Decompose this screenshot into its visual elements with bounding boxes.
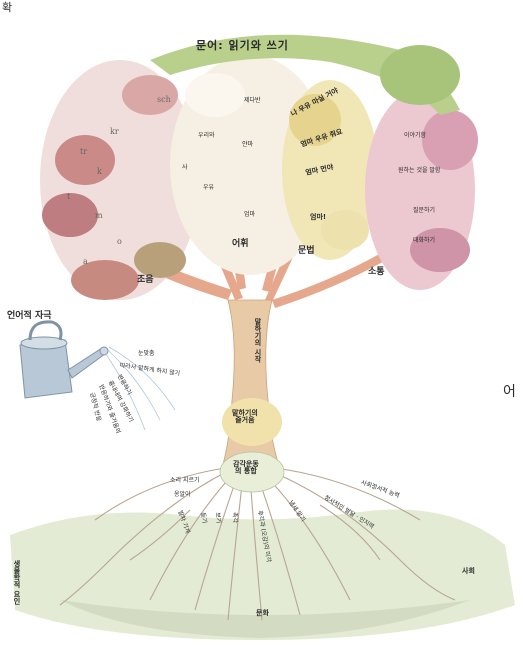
vocabulary-word: 우리와 bbox=[198, 133, 215, 139]
branch-label-phonology: 조음 bbox=[137, 276, 154, 285]
root-label: 보기 bbox=[214, 512, 221, 524]
stimulus-item: 눈맞춤 bbox=[138, 351, 155, 357]
root-label: 촉각 bbox=[231, 512, 237, 523]
communication-item: 질문하기 bbox=[413, 208, 435, 214]
phonology-letter: k bbox=[97, 168, 102, 176]
phonology-letter: tr bbox=[80, 148, 87, 156]
ground-label-right: 사회 bbox=[462, 568, 475, 575]
trunk-label: 말하기의 시작 bbox=[254, 318, 261, 362]
communication-item: 대화하기 bbox=[413, 238, 435, 244]
root-label: 옹알이 bbox=[174, 492, 191, 498]
phonology-letter: sch bbox=[157, 96, 171, 104]
communication-item: 이야기함 bbox=[404, 133, 426, 139]
phonology-letter: m bbox=[95, 212, 103, 220]
diagram-title: 문어: 읽기와 쓰기 bbox=[196, 40, 289, 51]
enjoyment-label: 말하기의 즐거움 bbox=[232, 410, 258, 424]
branch-label-communication: 소통 bbox=[368, 268, 385, 277]
vocabulary-word: 사 bbox=[182, 165, 188, 171]
vocabulary-word: 우유 bbox=[203, 185, 214, 191]
ground-label-left: 생물학적 요인 bbox=[13, 560, 20, 604]
root-label: 소리 지르기 bbox=[170, 478, 200, 484]
canopy-right-leaves bbox=[380, 45, 460, 105]
vocabulary-word: 엄마 bbox=[244, 212, 255, 218]
communication-item: 원하는 것을 말함 bbox=[398, 168, 440, 174]
page-fragment-right: 어 bbox=[503, 385, 516, 399]
foliage-communication bbox=[365, 90, 478, 290]
phonology-letter: o bbox=[117, 238, 122, 246]
phonology-letter: kr bbox=[110, 128, 119, 136]
root-label: 듣기 bbox=[199, 512, 207, 524]
vocabulary-word: 제다반 bbox=[244, 98, 261, 104]
ground-label-bottom: 문화 bbox=[256, 610, 269, 617]
branch-label-grammar: 문법 bbox=[298, 247, 315, 256]
page-fragment-top-left: 확 bbox=[2, 2, 12, 13]
branch-label-vocabulary: 어휘 bbox=[232, 240, 249, 249]
stimulus-title: 언어적 자극 bbox=[7, 312, 52, 321]
root-core-label: 감각운동 의 통합 bbox=[233, 461, 259, 475]
watering-can-icon bbox=[20, 322, 108, 398]
phonology-letter: t bbox=[67, 193, 70, 201]
grammar-phrase: 엄마! bbox=[310, 214, 326, 221]
phonology-letter: a bbox=[83, 258, 88, 266]
vocabulary-word: 얀마 bbox=[242, 142, 253, 148]
